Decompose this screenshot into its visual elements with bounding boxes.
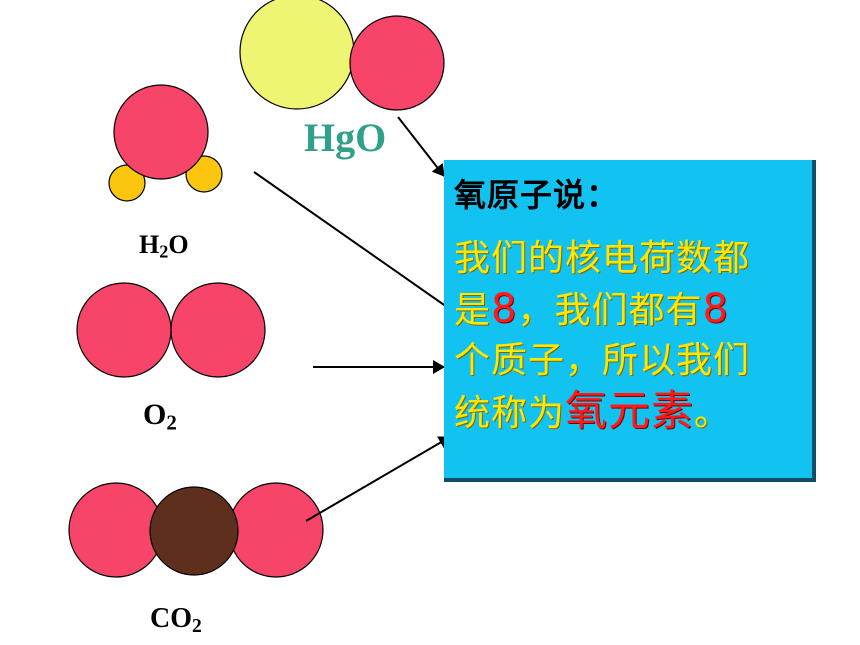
info-highlight-oxygen-element: 氧元素	[565, 386, 695, 435]
o2-label: O2	[143, 398, 177, 433]
hgo-label-text: HgO	[304, 115, 387, 160]
info-line-1: 我们的核电荷数都	[454, 238, 751, 279]
hgo-label: HgO	[304, 118, 386, 158]
co2-label-co: CO	[150, 603, 192, 634]
o2-molecule	[76, 282, 266, 378]
co2-molecule	[68, 482, 324, 578]
carbon-atom	[149, 486, 239, 576]
arrow-co2-to-box	[305, 436, 451, 522]
oxygen-atom-left	[76, 282, 172, 378]
mercury-atom	[239, 0, 355, 110]
h2o-label-sub: 2	[159, 241, 169, 262]
oxygen-atom-left	[68, 482, 164, 578]
h2o-molecule	[108, 84, 223, 202]
o2-label-o: O	[143, 398, 167, 431]
co2-label-sub: 2	[192, 615, 202, 637]
info-box-title: 氧原子说：	[454, 176, 620, 214]
info-line-4-a: 统称为	[454, 393, 566, 434]
h2o-label-o: O	[168, 230, 189, 259]
oxygen-atom-right	[170, 282, 266, 378]
info-number-8-second: 8	[702, 286, 729, 332]
h2o-label: H2O	[139, 230, 189, 261]
co2-label: CO2	[150, 603, 202, 637]
arrow-hgo-to-box	[397, 116, 445, 177]
info-line-2-b: ，我们都有	[517, 290, 703, 331]
info-line-4: 统称为氧元素。	[454, 386, 802, 439]
info-box-body: 我们的核电荷数都 是8，我们都有8 个质子，所以我们 统称为氧元素。	[454, 234, 802, 439]
oxygen-info-box: 氧原子说： 我们的核电荷数都 是8，我们都有8 个质子，所以我们 统称为氧元素。	[444, 160, 816, 482]
arrow-h2o-to-box	[253, 171, 458, 315]
o2-label-sub: 2	[166, 410, 177, 435]
oxygen-atom-right	[228, 482, 324, 578]
info-number-8-first: 8	[491, 286, 518, 332]
h2o-label-h: H	[139, 230, 160, 259]
oxygen-atom	[113, 84, 209, 180]
info-line-3: 个质子，所以我们	[454, 340, 751, 381]
info-line-2-a: 是	[454, 290, 492, 331]
hgo-molecule	[239, 0, 445, 111]
oxygen-atom	[349, 15, 445, 111]
info-line-4-b: 。	[694, 393, 732, 434]
info-line-2: 是8，我们都有8	[454, 284, 802, 336]
